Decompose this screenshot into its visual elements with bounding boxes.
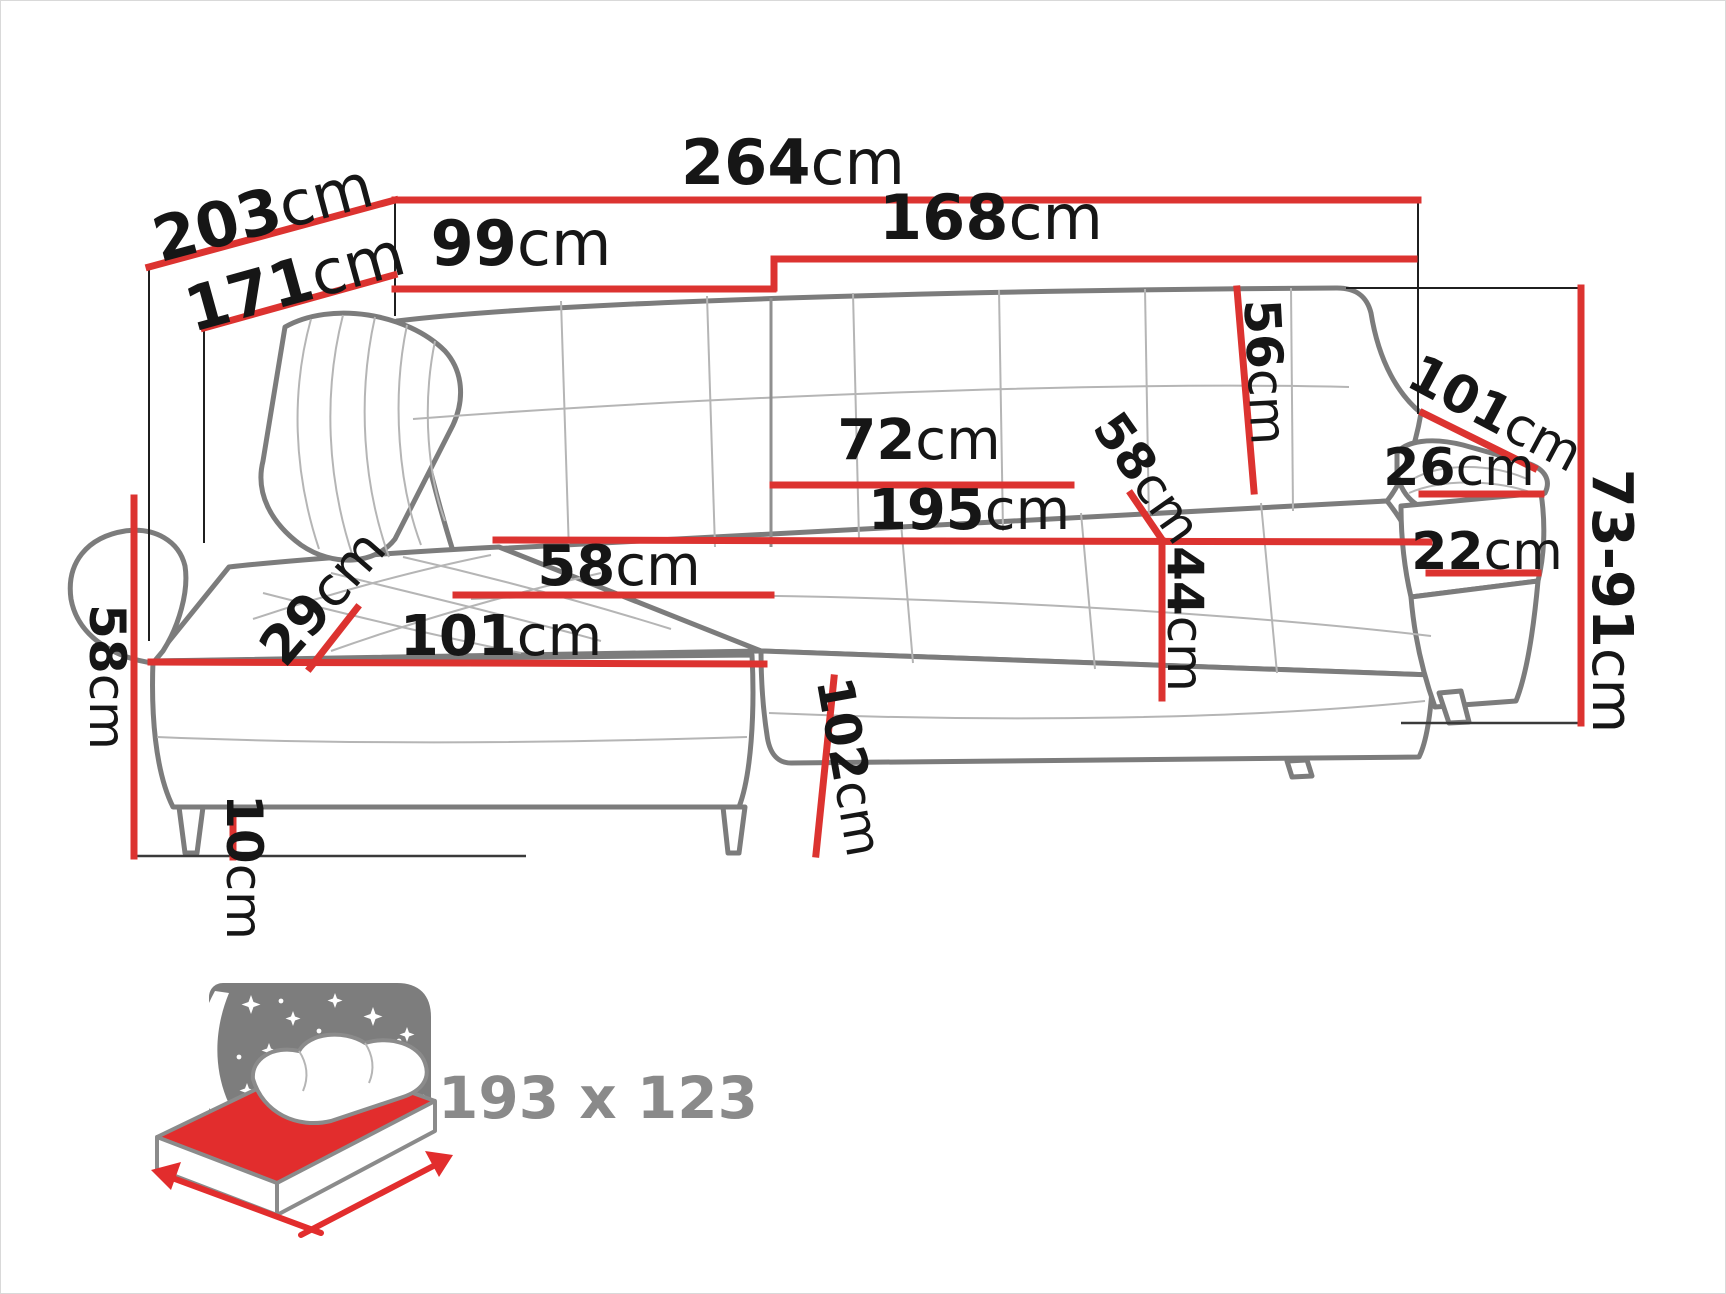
- dim-line-seat-width: [492, 536, 1433, 546]
- dim-line-chaise-width: [812, 674, 838, 858]
- dim-seat-depth-label: 72cm: [837, 408, 1001, 473]
- sofa-backrest: [394, 285, 1424, 558]
- dim-line-depth-chaise: [199, 270, 399, 333]
- sofa-seat-front: [758, 648, 1436, 766]
- dim-chaise-seat-width-label: 58cm: [537, 534, 701, 599]
- sofa-leg-front-right: [1284, 757, 1315, 780]
- dim-back-height-label: 56cm: [1232, 297, 1298, 447]
- bed-length-arrow: [298, 1158, 446, 1238]
- dim-seat-width-label: 195cm: [867, 478, 1071, 543]
- dim-line-back-height: [1233, 285, 1258, 495]
- bed-mattress-side: [275, 1099, 437, 1217]
- sofa-headrest-cushion: [258, 310, 464, 563]
- sofa-leg-rear-right: [1436, 688, 1472, 726]
- dim-line-arm-top-length: [1418, 408, 1539, 473]
- dim-side-height-label: 58cm: [78, 604, 136, 750]
- bed-pillows: [250, 1032, 429, 1126]
- extension-lines: [134, 200, 1579, 858]
- dim-arm-top-width-label: 26cm: [1383, 438, 1535, 498]
- dim-width-right-label: 168cm: [879, 181, 1103, 254]
- dim-line-seat-diag: [1126, 489, 1168, 546]
- dim-line-chaise-length: [147, 658, 768, 668]
- sleeping-area-label: 193 x 123: [438, 1064, 758, 1132]
- bed-width-arrow: [164, 1173, 324, 1236]
- dim-leg-height-label: 10cm: [215, 794, 273, 940]
- dim-chaise-length-label: 101cm: [399, 604, 603, 669]
- sofa-left-arm: [67, 527, 189, 666]
- sofa-right-arm-lower: [1408, 578, 1541, 710]
- dim-arm-front-width-label: 22cm: [1411, 522, 1563, 582]
- dim-line-armrest-depth: [305, 603, 362, 673]
- dim-width-back-left-label: 99cm: [430, 207, 612, 280]
- sofa-leg-chaise-right: [720, 804, 748, 856]
- dim-seat-height-label: 44cm: [1156, 546, 1214, 692]
- dim-width-total-label: 264cm: [681, 126, 905, 199]
- dim-height-range-label: 73-91cm: [1579, 468, 1644, 734]
- sofa-chaise-front: [150, 652, 756, 810]
- sofa-leg-front-left: [176, 804, 206, 856]
- dim-line-depth-total: [144, 195, 400, 272]
- sofa-drawing: [67, 285, 1550, 856]
- sofa-seams: [156, 287, 1534, 744]
- sleeping-function-icon: [151, 983, 453, 1238]
- dimension-lines: [130, 195, 1585, 861]
